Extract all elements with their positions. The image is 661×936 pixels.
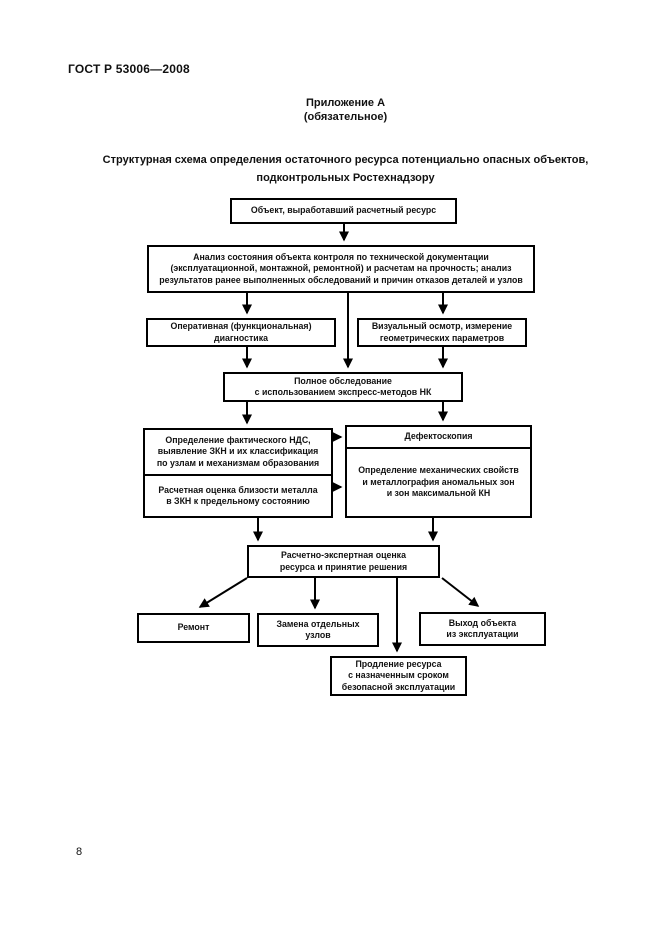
node-repair: Ремонт <box>137 613 250 643</box>
figure-title: Структурная схема определения остаточног… <box>102 154 589 184</box>
node-extension: Продление ресурса с назначенным сроком б… <box>330 656 467 696</box>
node-defectoscopy: Дефектоскопия <box>404 431 473 442</box>
appendix-heading: Приложение А (обязательное) <box>303 97 388 123</box>
group-stress-analysis: Определение фактического НДС, выявление … <box>143 428 333 518</box>
group-defect-analysis: Дефектоскопия Определение механических с… <box>345 425 532 518</box>
node-mechanical-properties: Определение механических свойств и метал… <box>347 447 530 516</box>
node-object: Объект, выработавший расчетный ресурс <box>230 198 457 224</box>
page-number: 8 <box>76 846 83 858</box>
node-stress-state: Определение фактического НДС, выявление … <box>156 434 320 468</box>
node-assessment: Расчетно-экспертная оценка ресурса и при… <box>247 545 440 578</box>
connector-assessment-decommission <box>441 577 480 607</box>
node-visual-inspection: Визуальный осмотр, измерение геометричес… <box>357 318 527 347</box>
node-decommission: Выход объекта из эксплуатации <box>419 612 546 646</box>
standard-code: ГОСТ Р 53006—2008 <box>68 62 190 76</box>
node-full-survey: Полное обследование с использованием экс… <box>223 372 463 402</box>
node-analysis: Анализ состояния объекта контроля по тех… <box>147 245 535 293</box>
node-metal-proximity: Расчетная оценка близости металла в ЗКН … <box>145 474 331 516</box>
node-replacement: Замена отдельных узлов <box>257 613 379 647</box>
connector-assessment-repair <box>198 577 248 608</box>
node-diagnostics: Оперативная (функциональная) диагностика <box>146 318 336 347</box>
